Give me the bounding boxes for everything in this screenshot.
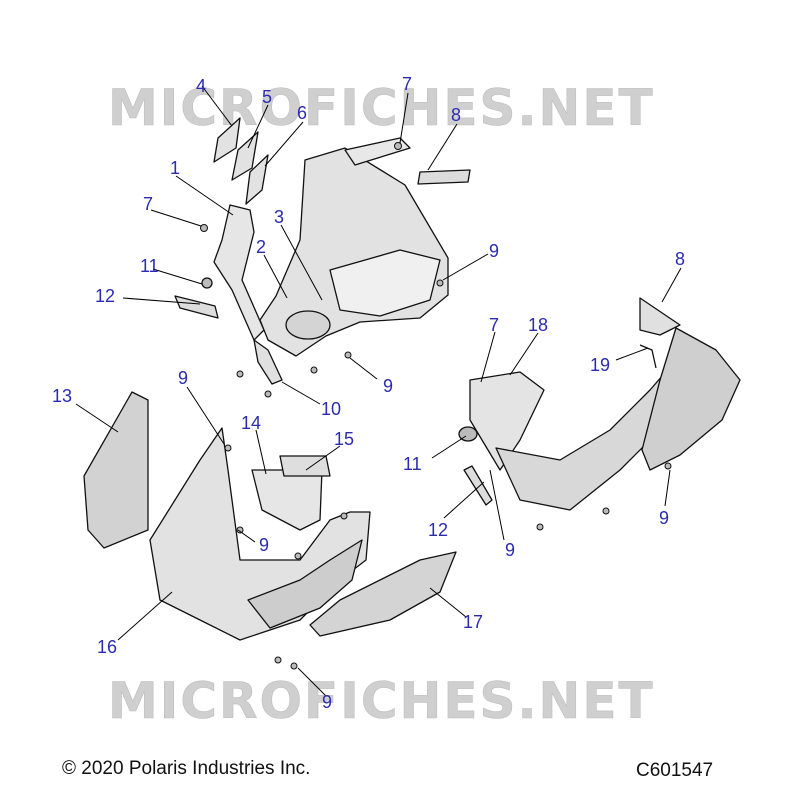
part-lower-floor [149,427,371,641]
callout-9: 9 [659,508,669,528]
part-upper-left-floor [253,137,471,385]
watermark-bottom: MICROFICHES.NET [108,672,655,730]
callout-6: 6 [297,103,307,123]
callout-19: 19 [590,355,610,375]
part-upper-left-bracket [174,204,265,341]
callout-9: 9 [505,540,515,560]
callout-9: 9 [259,535,269,555]
copyright-text: © 2020 Polaris Industries Inc. [62,758,311,779]
callout-11: 11 [140,256,159,276]
callout-11: 11 [403,454,422,474]
callout-9: 9 [178,368,188,388]
callout-14: 14 [241,413,261,433]
callout-9: 9 [489,241,499,261]
callout-4: 4 [196,76,206,96]
callout-12: 12 [428,520,448,540]
callout-numbers: 4 5 6 7 8 1 7 3 2 9 11 12 8 7 18 19 9 10… [52,74,685,712]
callout-1: 1 [170,158,180,178]
callout-18: 18 [528,315,548,335]
callout-15: 15 [334,429,354,449]
callout-7: 7 [489,315,499,335]
callout-8: 8 [451,105,461,125]
part-lower-right-panel [309,551,457,637]
callout-2: 2 [256,237,266,257]
leader-lines [75,85,682,697]
callout-17: 17 [463,612,483,632]
callout-3: 3 [274,207,284,227]
callout-5: 5 [262,87,272,107]
part-lower-left-panel [83,391,149,549]
part-upper-right-floor [458,297,741,511]
part-small-panels [213,117,269,205]
drawing-id: C601547 [636,760,714,781]
fasteners [200,142,672,670]
callout-16: 16 [97,637,117,657]
callout-10: 10 [321,399,341,419]
callout-9: 9 [322,692,332,712]
callout-7: 7 [402,74,412,94]
callout-9: 9 [383,376,393,396]
callout-7: 7 [143,194,153,214]
callout-8: 8 [675,249,685,269]
callout-13: 13 [52,386,72,406]
watermark-top: MICROFICHES.NET [108,79,655,137]
callout-12: 12 [95,286,115,306]
